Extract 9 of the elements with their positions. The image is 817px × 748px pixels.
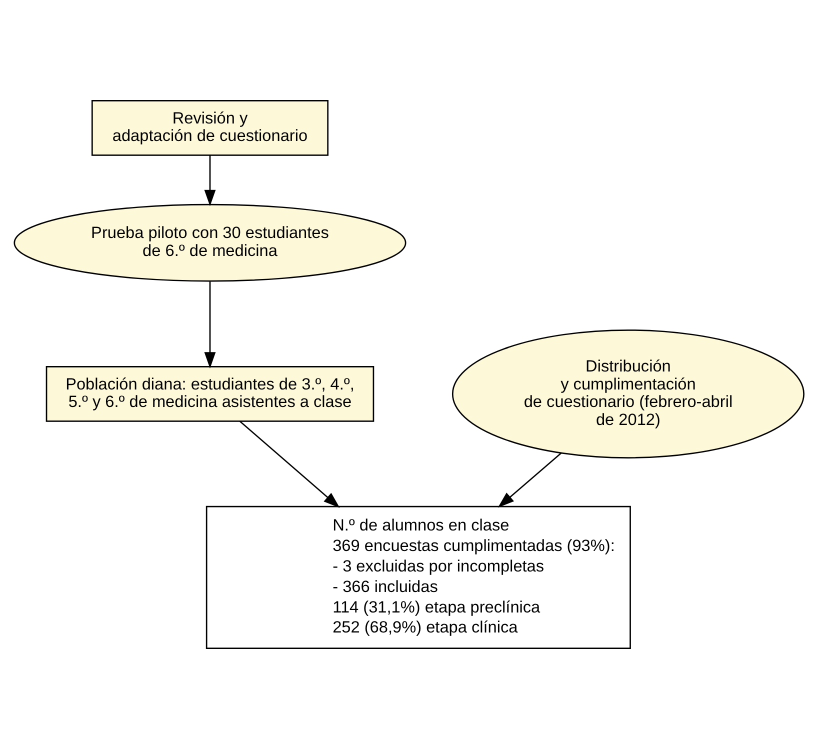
node-ellipse: Prueba piloto con 30 estudiantes de 6.º de medicina: [13, 203, 406, 282]
arrow: [238, 420, 340, 508]
node-ellipse: Distribución y cumplimentación de cuestionario (febrero-abril de 2012): [451, 328, 804, 458]
arrow: [204, 154, 216, 206]
node-box: N.º de alumnos en clase 369 encuestas cumplimentadas (93%): - 3 excluidas por incompletas - 366 incluidas 114 (31,1%) etapa preclínica 252 (68,9%) etapa clínica: [205, 505, 630, 648]
node-box: Revisión y adaptación de cuestionario: [90, 100, 328, 156]
node-box: Población diana: estudiantes de 3.º, 4.º, 5.º y 6.º de medicina asistentes a clase: [45, 366, 374, 422]
arrow: [497, 452, 562, 508]
arrow: [204, 281, 216, 368]
